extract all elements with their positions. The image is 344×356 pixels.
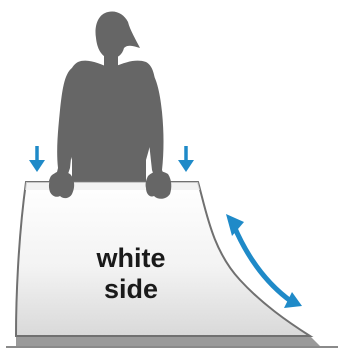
down-arrow-icon	[178, 146, 194, 172]
person-silhouette-icon	[49, 11, 171, 195]
base-plate	[16, 336, 320, 346]
sheet-label-line2: side	[104, 274, 158, 304]
down-arrow-icon	[29, 146, 45, 172]
sheet-label-line1: white	[95, 243, 165, 273]
